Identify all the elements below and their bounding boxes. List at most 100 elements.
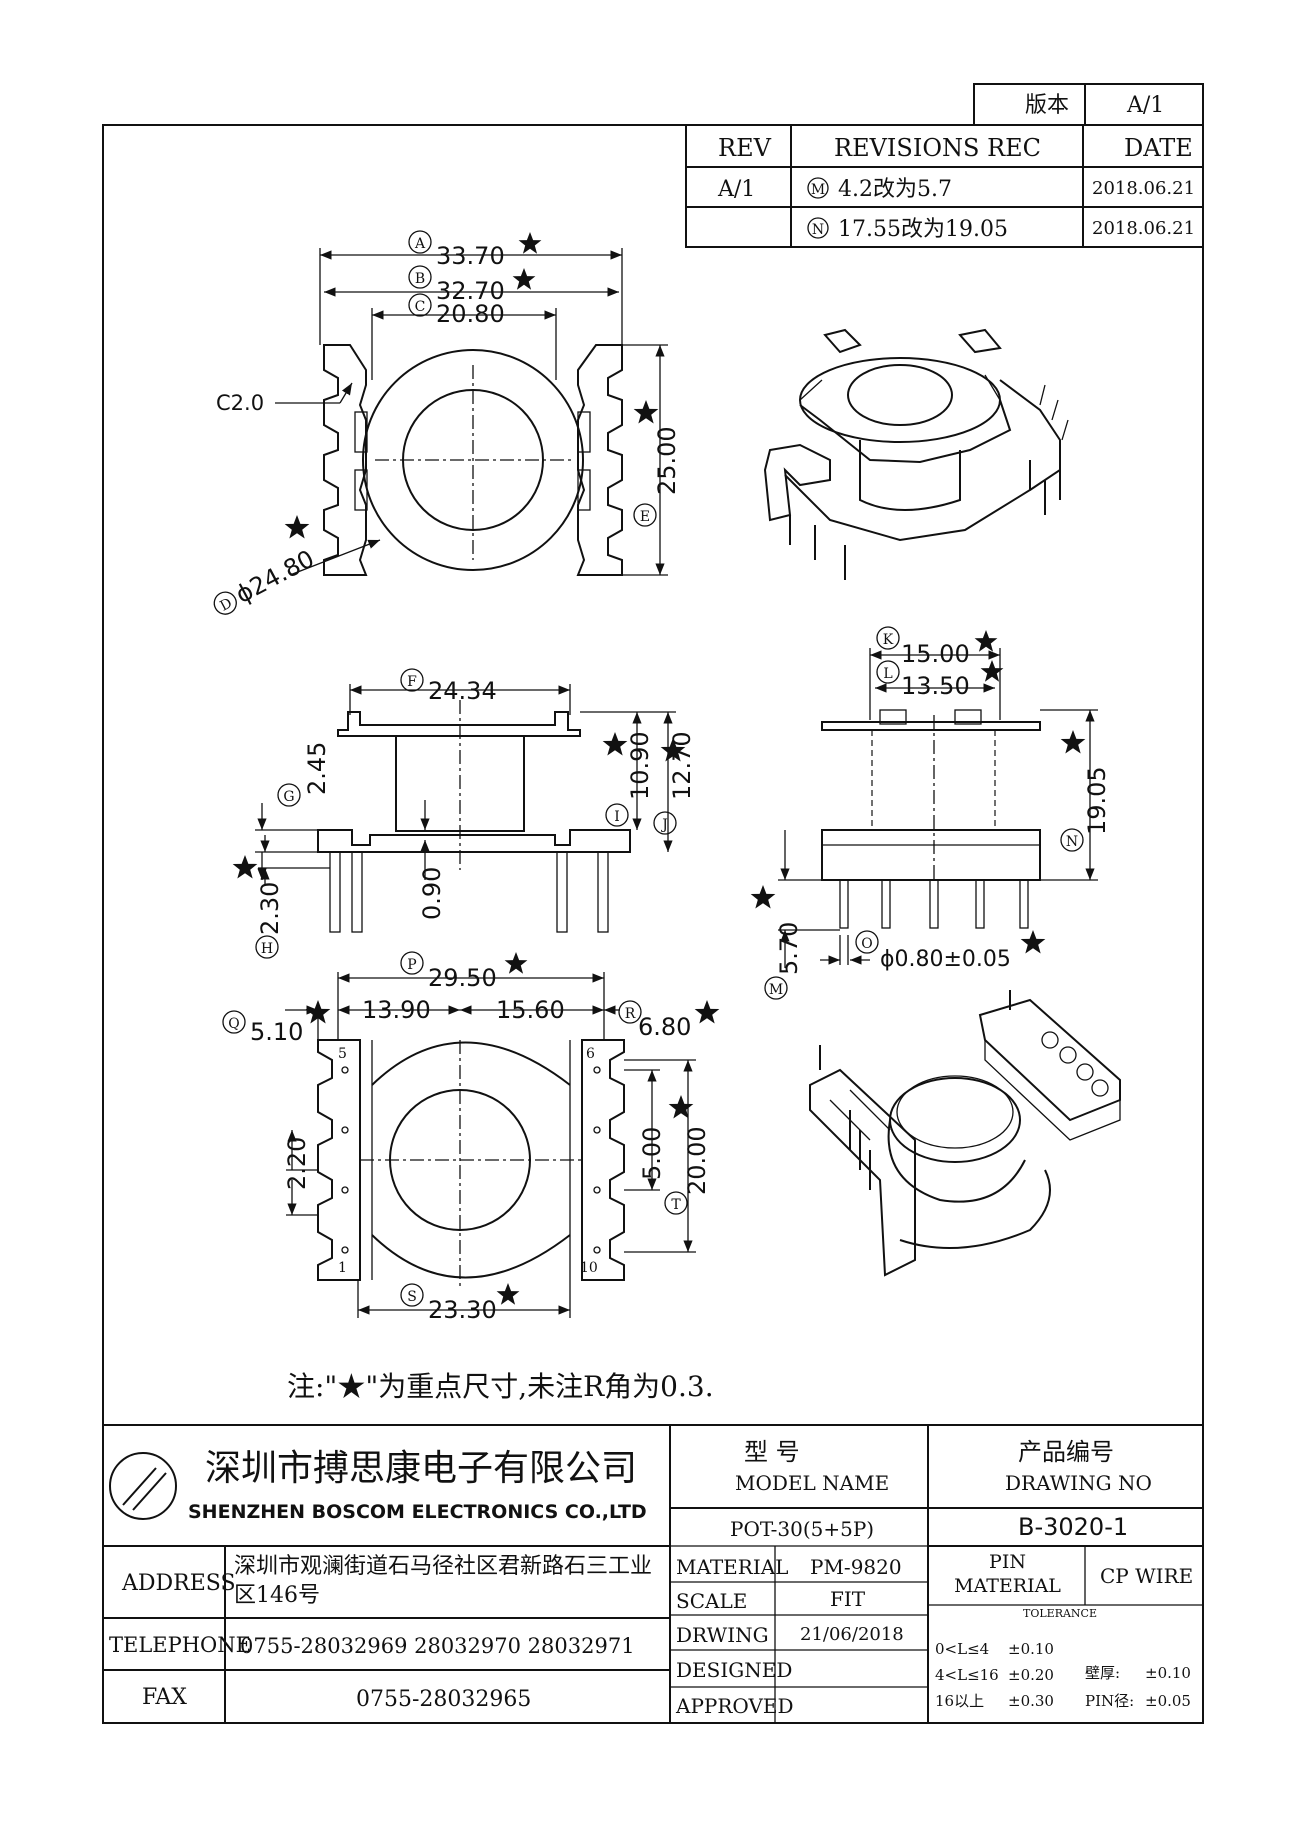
drawing-label-en: DRAWING NO bbox=[1005, 1471, 1152, 1495]
svg-text:N: N bbox=[1066, 834, 1078, 850]
tolerance-value-3: ±0.30 bbox=[1008, 1692, 1054, 1710]
designed-label: DESIGNED bbox=[676, 1658, 792, 1682]
dim-a: 33.70 bbox=[436, 242, 505, 270]
telephone-value: 0755-28032969 28032970 28032971 bbox=[240, 1634, 635, 1658]
dim-chamfer: C2.0 bbox=[216, 391, 264, 415]
isometric-view-bottom bbox=[809, 990, 1121, 1277]
drawing-note: 注:"★"为重点尺寸,未注R角为0.3. bbox=[287, 1370, 714, 1403]
svg-text:H: H bbox=[261, 941, 273, 957]
dim-p2: 15.60 bbox=[496, 996, 565, 1024]
dim-pitch: 2.20 bbox=[283, 1137, 311, 1190]
tolerance-range-2: 4<L≤16 bbox=[935, 1666, 999, 1684]
bottom-view: P 29.50 13.90 15.60 Q 5.10 R 6.80 5 6 1 … bbox=[222, 951, 720, 1324]
sheet-border bbox=[102, 124, 1204, 1724]
dim-b: 32.70 bbox=[436, 277, 505, 305]
pin-1-label: 1 bbox=[338, 1260, 347, 1276]
version-value: A/1 bbox=[1126, 93, 1164, 118]
scale-label: SCALE bbox=[676, 1589, 747, 1613]
key-dim-star bbox=[496, 1283, 520, 1305]
svg-text:B: B bbox=[415, 271, 425, 287]
svg-text:I: I bbox=[614, 809, 620, 825]
svg-text:R: R bbox=[625, 1006, 636, 1022]
dim-n: 19.05 bbox=[1083, 766, 1111, 835]
key-dim-star bbox=[512, 268, 536, 290]
front-view: F 24.34 2.45 G 10.90 12.70 I J 2.30 H bbox=[232, 668, 696, 959]
dim-i: 10.90 bbox=[626, 731, 654, 800]
telephone-label: TELEPHONE bbox=[109, 1633, 251, 1657]
pin-material-label: PIN MATERIAL bbox=[954, 1551, 1061, 1597]
fax-label: FAX bbox=[142, 1685, 187, 1710]
dim-base: 0.90 bbox=[418, 867, 446, 920]
rec-header: REVISIONS REC bbox=[834, 134, 1041, 162]
rev-row-2-marker: N bbox=[812, 222, 824, 238]
key-dim-star bbox=[974, 630, 998, 652]
svg-text:F: F bbox=[407, 674, 417, 690]
rev-header: REV bbox=[718, 134, 772, 162]
version-label: 版本 bbox=[1025, 93, 1069, 118]
rev-row-1-text: 4.2改为5.7 bbox=[838, 177, 952, 202]
key-dim-star bbox=[518, 232, 542, 254]
pin-5-label: 5 bbox=[338, 1046, 347, 1062]
svg-text:S: S bbox=[407, 1289, 417, 1305]
key-dim-star bbox=[602, 732, 628, 756]
key-dim-star bbox=[633, 400, 659, 424]
dim-g: 2.45 bbox=[303, 742, 331, 795]
key-dim-star bbox=[232, 855, 258, 879]
isometric-view-top bbox=[763, 328, 1069, 580]
tolerance-value-2: ±0.20 bbox=[1008, 1666, 1054, 1684]
svg-text:Q: Q bbox=[228, 1016, 239, 1032]
pin-material-value: CP WIRE bbox=[1100, 1564, 1193, 1588]
key-dim-star bbox=[668, 1095, 694, 1119]
pin-10-label: 10 bbox=[580, 1260, 598, 1276]
key-dim-star bbox=[694, 1000, 720, 1024]
date-header: DATE bbox=[1124, 134, 1193, 162]
svg-text:A: A bbox=[414, 236, 426, 252]
key-dim-star bbox=[1060, 730, 1086, 754]
dim-r: 6.80 bbox=[638, 1013, 691, 1041]
pin-dia-tol: ±0.05 bbox=[1145, 1692, 1191, 1710]
address-value: 深圳市观澜街道石马径社区君新路石三工业区146号 bbox=[234, 1554, 653, 1608]
tolerance-value-1: ±0.10 bbox=[1008, 1640, 1054, 1658]
dim-p1: 13.90 bbox=[362, 996, 431, 1024]
top-view: A 33.70 B 32.70 C 20.80 C2.0 D ϕ24.80 bbox=[213, 230, 681, 615]
model-label-en: MODEL NAME bbox=[735, 1471, 889, 1495]
svg-text:L: L bbox=[883, 666, 892, 682]
dim-s: 23.30 bbox=[428, 1296, 497, 1324]
model-value: POT-30(5+5P) bbox=[730, 1517, 874, 1541]
dim-f: 24.34 bbox=[428, 677, 497, 705]
pin-6-label: 6 bbox=[586, 1046, 595, 1062]
rev-row-1-rev: A/1 bbox=[717, 177, 755, 202]
fax-value: 0755-28032965 bbox=[356, 1687, 531, 1712]
address-label: ADDRESS bbox=[121, 1571, 236, 1596]
svg-text:P: P bbox=[407, 957, 416, 973]
svg-text:E: E bbox=[640, 509, 650, 525]
version-box: 版本 A/1 bbox=[973, 83, 1204, 126]
svg-text:T: T bbox=[671, 1197, 681, 1213]
rev-row-2-text: 17.55改为19.05 bbox=[838, 217, 1008, 242]
dim-d: ϕ24.80 bbox=[231, 545, 319, 609]
key-dim-star bbox=[504, 952, 528, 974]
company-logo bbox=[109, 1452, 177, 1520]
tolerance-label: TOLERANCE bbox=[1023, 1607, 1097, 1620]
dim-m: 5.70 bbox=[775, 922, 803, 975]
drawing-value: B-3020-1 bbox=[1018, 1513, 1128, 1541]
svg-text:O: O bbox=[861, 936, 872, 952]
side-view: K 15.00 L 13.50 19.05 N 5.70 M bbox=[750, 626, 1111, 1000]
key-dim-star bbox=[1020, 930, 1046, 954]
dim-k: 15.00 bbox=[901, 640, 970, 668]
material-label: MATERIAL bbox=[676, 1555, 788, 1579]
dim-c: 20.80 bbox=[436, 300, 505, 328]
key-dim-star bbox=[750, 885, 776, 909]
dim-o: ϕ0.80±0.05 bbox=[880, 947, 1011, 972]
dim-q: 5.10 bbox=[250, 1018, 303, 1046]
dim-t1: 5.00 bbox=[638, 1127, 666, 1180]
svg-text:K: K bbox=[883, 632, 894, 648]
dim-p: 29.50 bbox=[428, 964, 497, 992]
company-name-cn: 深圳市搏思康电子有限公司 bbox=[205, 1448, 637, 1489]
svg-text:J: J bbox=[660, 817, 668, 833]
scale-value: FIT bbox=[830, 1587, 866, 1611]
tolerance-range-3: 16以上 bbox=[935, 1692, 984, 1710]
dim-l: 13.50 bbox=[901, 672, 970, 700]
material-value: PM-9820 bbox=[810, 1555, 902, 1579]
